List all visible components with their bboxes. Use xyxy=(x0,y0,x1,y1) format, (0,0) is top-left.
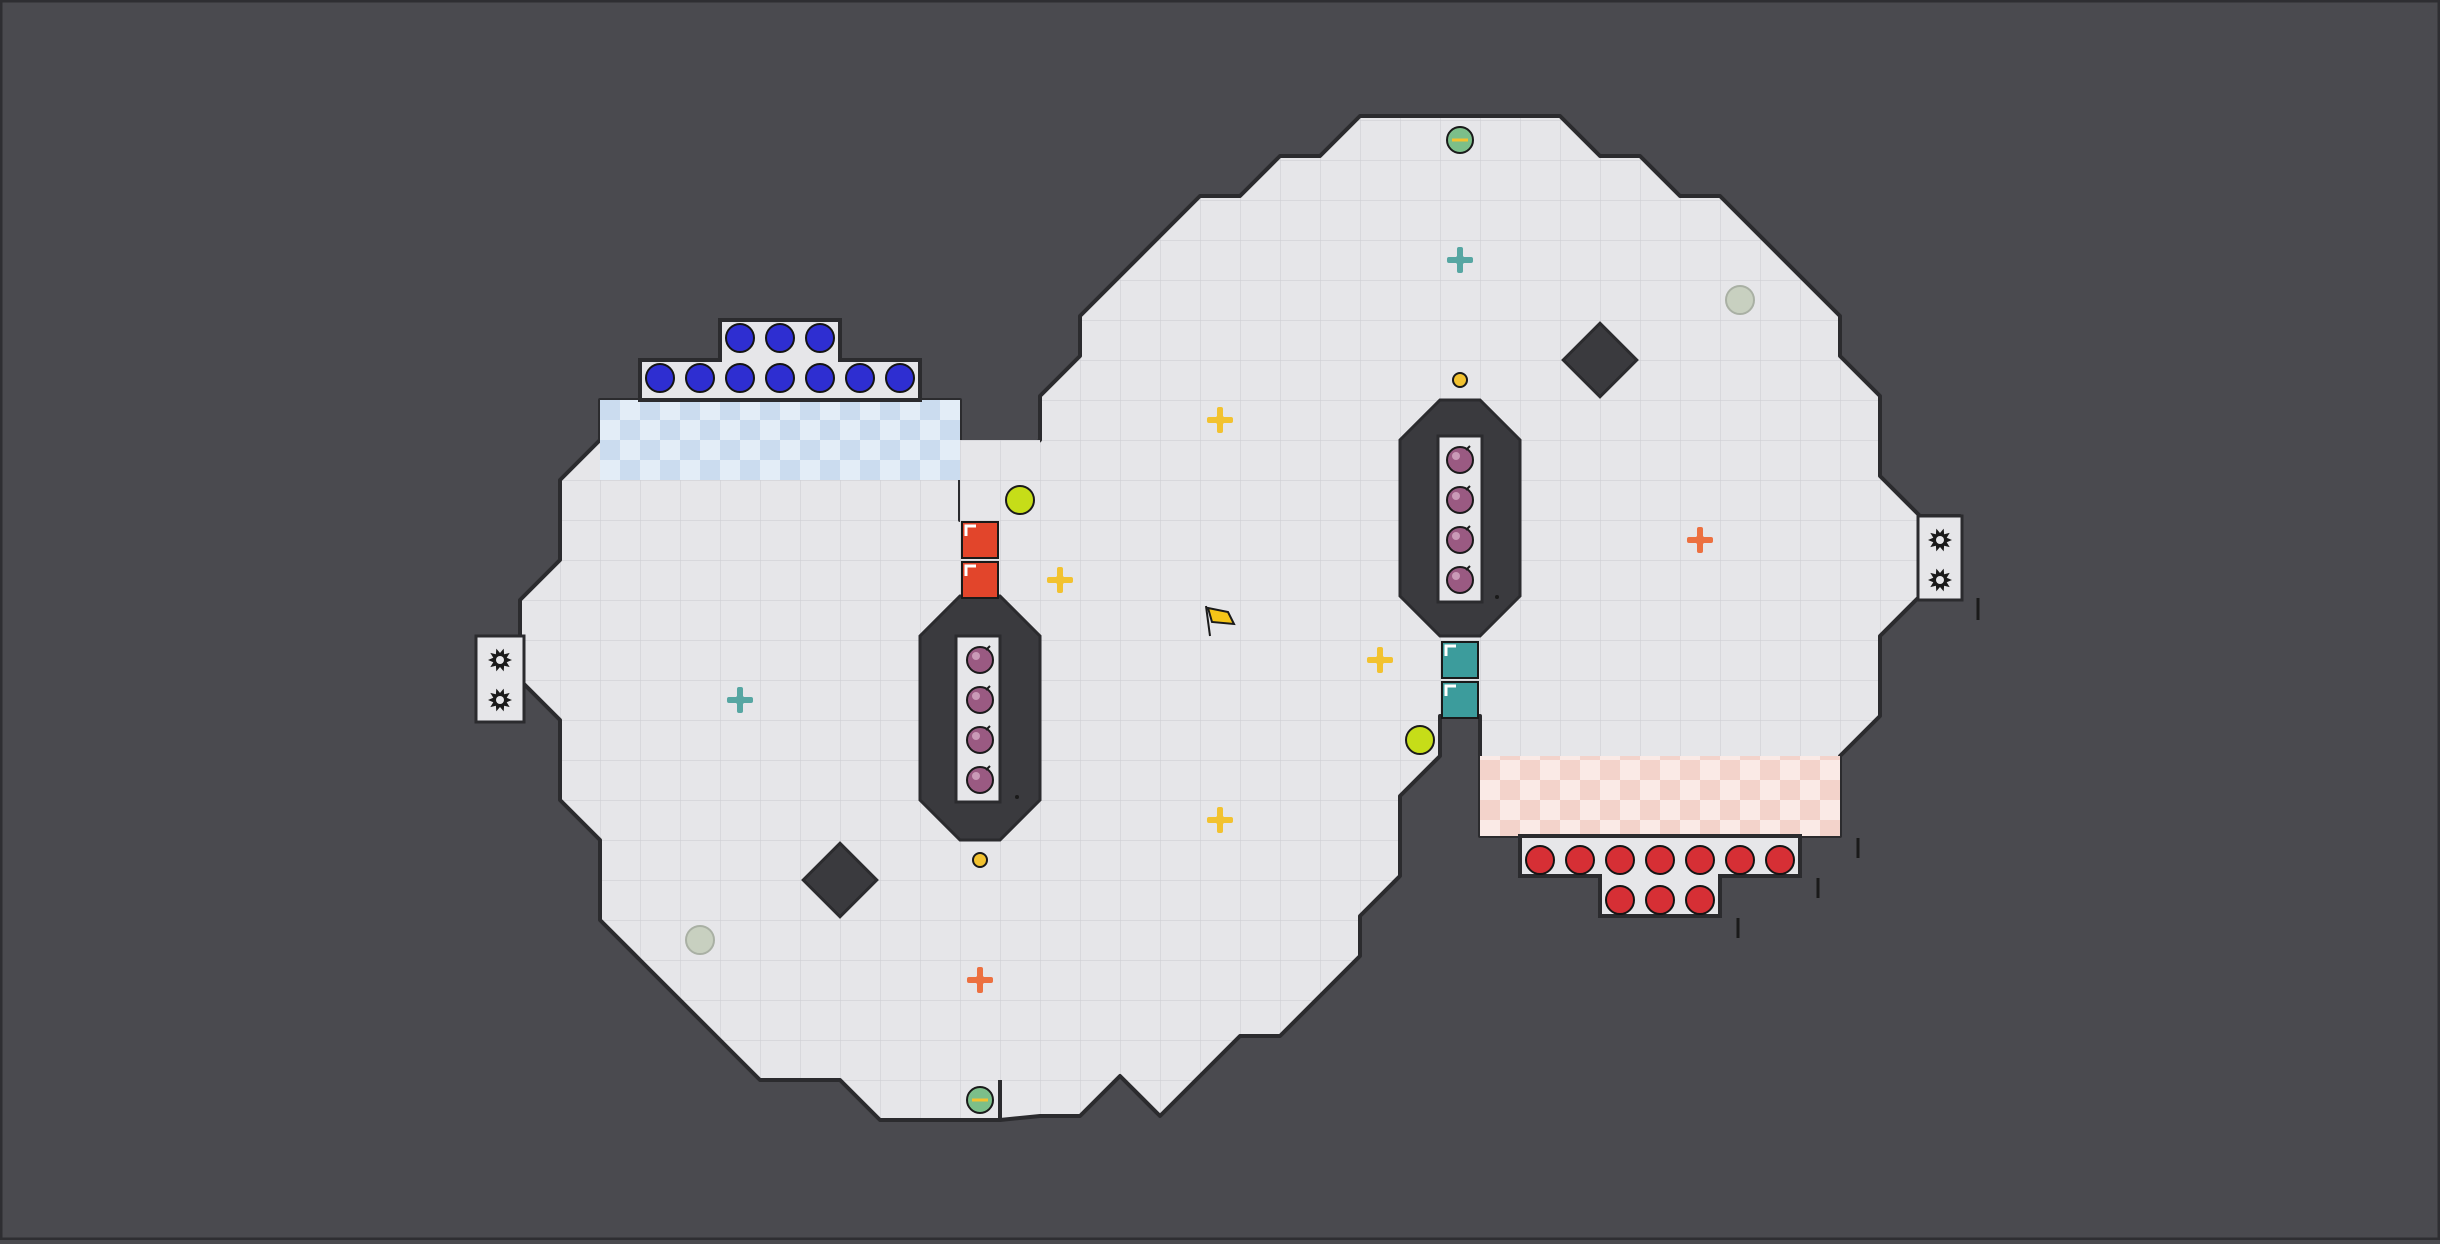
spike-icon xyxy=(488,648,512,672)
red-endzone xyxy=(1480,756,1840,836)
gate-block xyxy=(961,521,999,559)
powerup-icon xyxy=(1367,647,1393,673)
portal-icon xyxy=(1725,285,1755,315)
blue-endzone xyxy=(600,400,960,480)
button-icon xyxy=(972,852,988,868)
spike-icon xyxy=(1928,528,1952,552)
map-objects xyxy=(488,126,1980,1114)
flag-icon xyxy=(1205,605,1236,637)
portal-icon xyxy=(685,925,715,955)
red-players xyxy=(1525,845,1795,915)
red-ball-icon xyxy=(1565,845,1595,875)
red-ball-icon xyxy=(1605,885,1635,915)
red-ball-icon xyxy=(1525,845,1555,875)
red-ball-icon xyxy=(1645,885,1675,915)
gravity-icon xyxy=(1446,126,1474,154)
gate-block xyxy=(961,561,999,599)
gravity-icon xyxy=(966,1086,994,1114)
red-ball-icon xyxy=(1645,845,1675,875)
blue-ball-icon xyxy=(725,323,755,353)
bomb-icon xyxy=(1446,485,1474,514)
marker-dot xyxy=(1015,795,1019,799)
red-ball-icon xyxy=(1685,885,1715,915)
red-ball-icon xyxy=(1605,845,1635,875)
bomb-icon xyxy=(966,765,994,794)
blue-players xyxy=(645,323,915,393)
blue-ball-icon xyxy=(805,323,835,353)
powerup-icon xyxy=(1687,527,1713,553)
red-ball-icon xyxy=(1725,845,1755,875)
boost-icon xyxy=(1005,485,1035,515)
gate-block xyxy=(1441,641,1479,679)
diamond-wall-left xyxy=(801,841,879,919)
red-ball-icon xyxy=(1685,845,1715,875)
blue-ball-icon xyxy=(645,363,675,393)
left-alcove xyxy=(474,634,526,724)
powerup-icon xyxy=(1047,567,1073,593)
powerup-icon xyxy=(1207,407,1233,433)
bomb-icon xyxy=(966,685,994,714)
bomb-icon xyxy=(1446,565,1474,594)
diamond-wall-right xyxy=(1561,321,1639,399)
bomb-icon xyxy=(966,645,994,674)
red-ball-icon xyxy=(1765,845,1795,875)
blue-ball-icon xyxy=(805,363,835,393)
button-icon xyxy=(1452,372,1468,388)
spike-icon xyxy=(1928,568,1952,592)
bomb-icon xyxy=(966,725,994,754)
blue-ball-icon xyxy=(885,363,915,393)
right-alcove xyxy=(1916,514,1964,602)
boost-icon xyxy=(1405,725,1435,755)
blue-ball-icon xyxy=(725,363,755,393)
spike-icon xyxy=(488,688,512,712)
blue-ball-icon xyxy=(765,323,795,353)
bomb-icon xyxy=(1446,525,1474,554)
powerup-icon xyxy=(727,687,753,713)
bomb-icon xyxy=(1446,445,1474,474)
powerup-icon xyxy=(1207,807,1233,833)
marker-dot xyxy=(1495,595,1499,599)
gate-block xyxy=(1441,681,1479,719)
blue-ball-icon xyxy=(845,363,875,393)
blue-ball-icon xyxy=(765,363,795,393)
powerup-icon xyxy=(1447,247,1473,273)
powerup-icon xyxy=(967,967,993,993)
blue-ball-icon xyxy=(685,363,715,393)
